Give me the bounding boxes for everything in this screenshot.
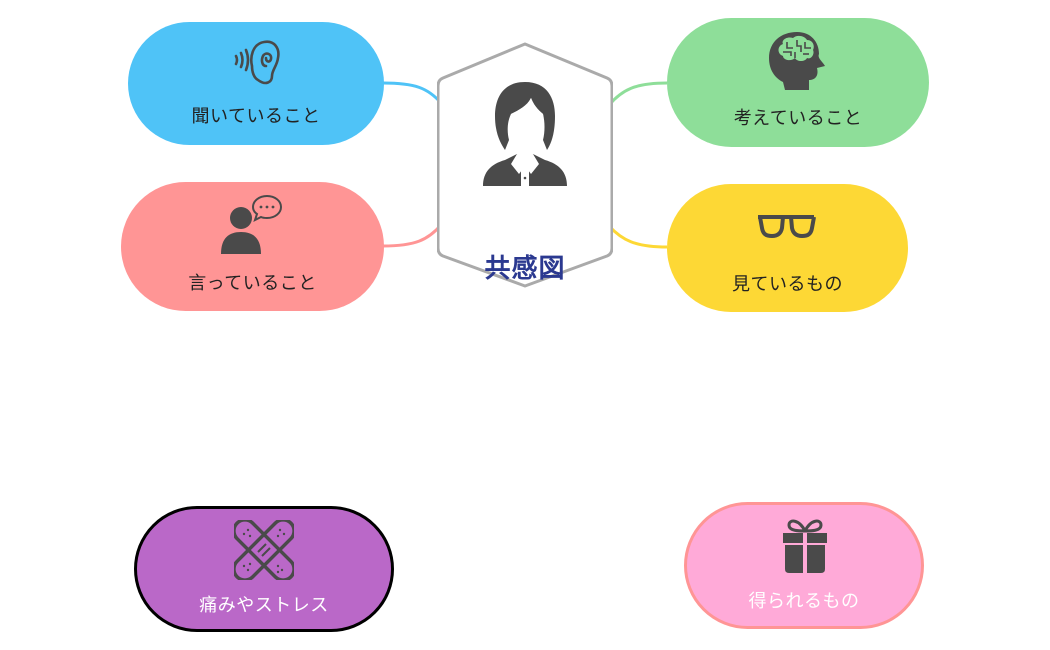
node-pain[interactable]: 痛みやストレス bbox=[134, 506, 394, 632]
center-title: 共感図 bbox=[484, 254, 566, 284]
node-thinking[interactable]: 考えていること bbox=[667, 18, 929, 147]
node-gain[interactable]: 得られるもの bbox=[684, 502, 924, 629]
connector-thinking bbox=[607, 81, 668, 106]
person-icon bbox=[483, 82, 567, 186]
connector-seeing bbox=[607, 224, 668, 249]
node-label-hearing: 聞いていること bbox=[191, 106, 321, 127]
glasses-icon bbox=[758, 215, 816, 238]
node-hearing[interactable]: 聞いていること bbox=[128, 22, 384, 145]
node-seeing[interactable]: 見ているもの bbox=[667, 184, 908, 312]
ear-icon bbox=[234, 40, 280, 85]
gift-icon bbox=[783, 519, 827, 573]
node-saying[interactable]: 言っていること bbox=[121, 182, 384, 311]
center-node-empathy-map[interactable]: 共感図 bbox=[437, 42, 613, 288]
node-label-pain: 痛みやストレス bbox=[199, 595, 329, 616]
brain-head-icon bbox=[769, 32, 825, 90]
connector-saying bbox=[382, 224, 443, 248]
hexagon-frame bbox=[437, 42, 613, 288]
node-label-gain: 得られるもの bbox=[748, 591, 860, 612]
node-label-saying: 言っていること bbox=[188, 273, 317, 294]
connector-hearing bbox=[382, 81, 443, 104]
node-label-thinking: 考えていること bbox=[733, 108, 863, 129]
bandage-icon bbox=[234, 520, 294, 580]
node-label-seeing: 見ているもの bbox=[732, 274, 843, 295]
speaking-person-icon bbox=[221, 194, 283, 254]
